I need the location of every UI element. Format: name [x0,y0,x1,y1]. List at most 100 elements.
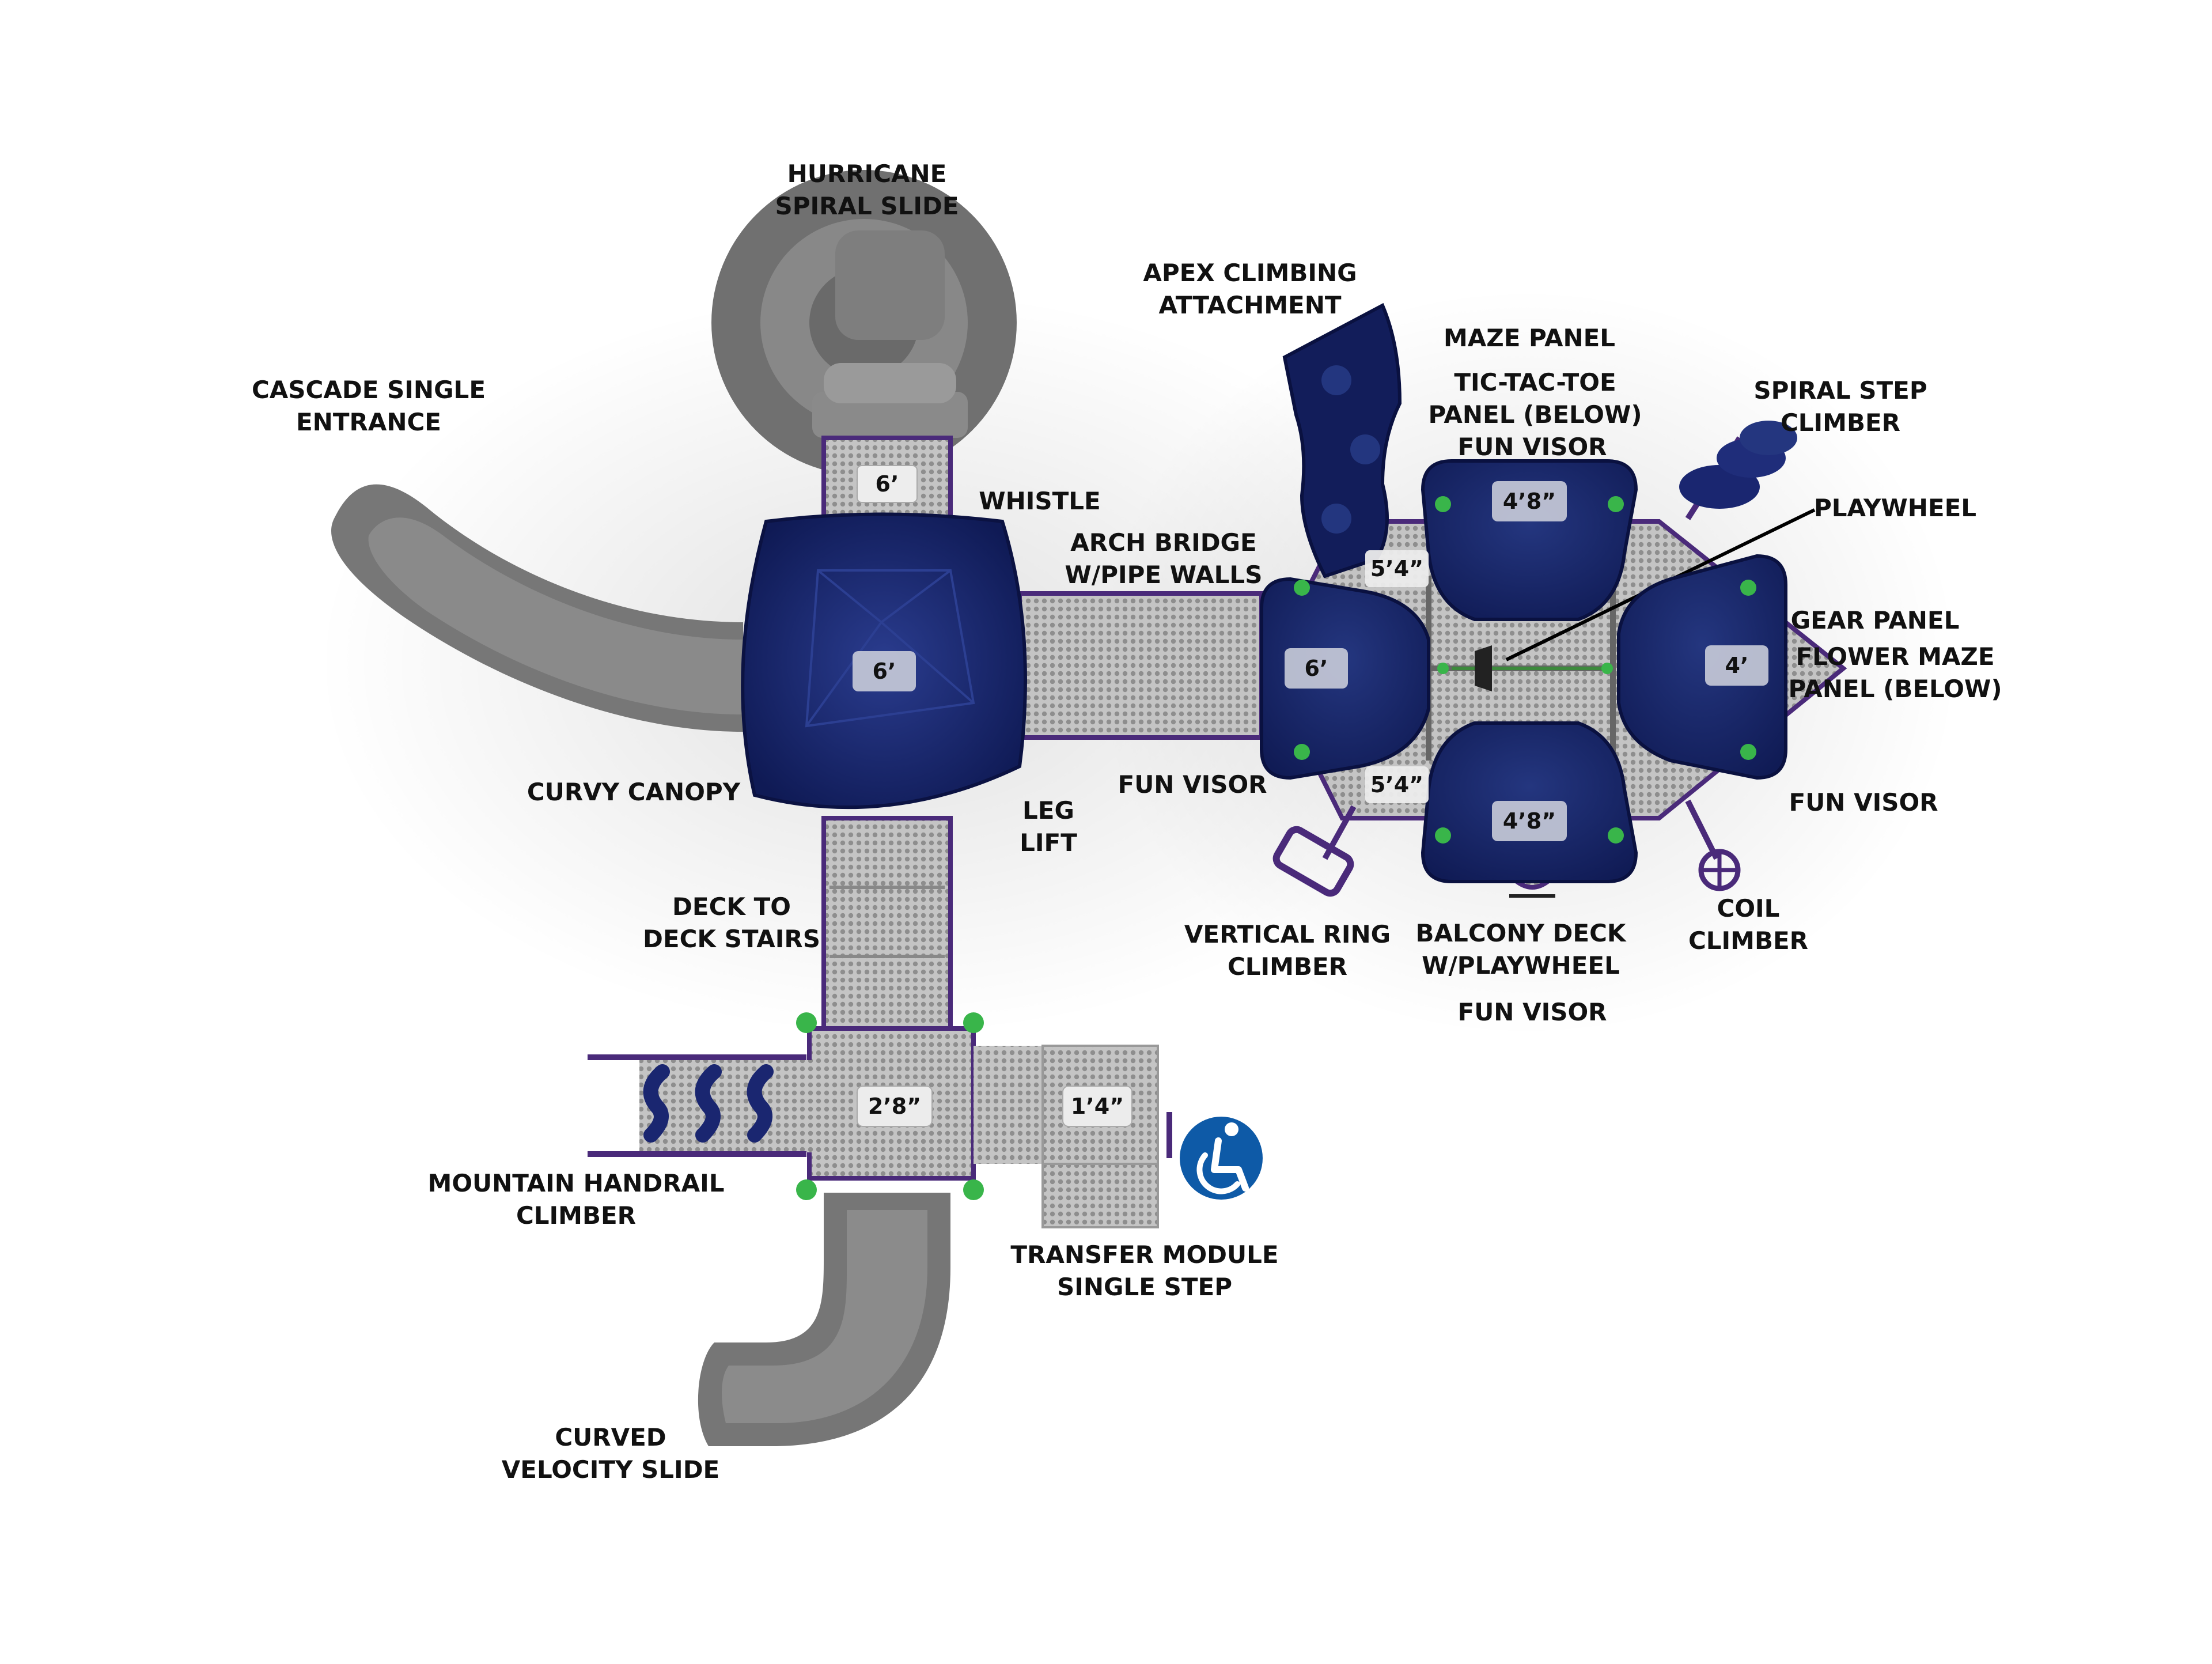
label-whistle: WHISTLE [979,485,1100,517]
post-caps [1294,496,1756,844]
apex-hold [1321,365,1351,395]
height-badge-pod-bottom: 4’8” [1492,801,1567,841]
label-playwheel: PLAYWHEEL [1814,492,1976,524]
label-line: LIFT [1020,829,1077,857]
svg-text:4’8”: 4’8” [1503,489,1556,514]
height-badge-upper-ramp: 5’4” [1365,550,1429,587]
wheelchair-accessibility-icon [1180,1117,1263,1200]
spiral-step-climber [1679,421,1797,520]
svg-text:6’: 6’ [873,659,896,684]
post-cap [1608,827,1624,844]
apex-climbing-attachment [1282,302,1402,578]
label-spiral-step-climber: SPIRAL STEP CLIMBER [1753,375,1927,439]
svg-text:1’4”: 1’4” [1071,1094,1124,1119]
label-balcony-deck: BALCONY DECK W/PLAYWHEEL [1416,917,1626,982]
svg-text:6’: 6’ [1305,656,1328,681]
coil-climber [1685,799,1741,891]
cascade-slide-bed [368,517,743,714]
label-line: FUN VISOR [1789,788,1938,816]
height-badge-lower-deck: 2’8” [857,1086,933,1127]
label-maze-panel: MAZE PANEL [1444,322,1615,354]
label-line: CURVED [555,1423,666,1451]
post-cap [1294,580,1310,596]
label-line: BALCONY DECK [1415,919,1626,947]
svg-text:5’4”: 5’4” [1370,772,1423,797]
label-line: TIC-TAC-TOE [1454,368,1616,396]
post-cap [963,1012,984,1033]
label-line: FUN VISOR [1457,433,1607,461]
height-badge-tower-top: 6’ [857,465,918,503]
label-line: W/PIPE WALLS [1065,561,1263,589]
label-line: SPIRAL STEP [1753,376,1927,404]
label-mountain-handrail-climber: MOUNTAIN HANDRAIL CLIMBER [428,1167,725,1232]
svg-text:4’: 4’ [1725,653,1749,678]
label-deck-to-deck-stairs: DECK TO DECK STAIRS [643,891,820,955]
label-line: DECK STAIRS [643,925,820,953]
label-line: FUN VISOR [1457,998,1607,1026]
label-line: MOUNTAIN HANDRAIL [427,1169,725,1197]
svg-text:4’8”: 4’8” [1503,808,1556,834]
apex-hold [1321,504,1351,534]
label-fun-visor-left: FUN VISOR [1118,769,1267,801]
label-line: TRANSFER MODULE [1010,1241,1279,1269]
label-line: CLIMBER [516,1201,637,1230]
label-hurricane-spiral-slide: HURRICANE SPIRAL SLIDE [775,158,959,222]
label-coil-climber: COIL CLIMBER [1688,892,1808,957]
apex-hold [1350,434,1380,464]
climbing-hold [747,1064,774,1143]
label-line: ARCH BRIDGE [1070,528,1257,557]
label-arch-bridge: ARCH BRIDGE W/PIPE WALLS [1065,527,1263,591]
transfer-single-step [1041,1163,1159,1228]
label-line: HURRICANE [787,160,947,188]
post-cap [1740,744,1756,760]
label-line: W/PLAYWHEEL [1422,951,1620,980]
playwheel-mount [1475,645,1492,691]
label-line: COIL [1717,894,1780,922]
label-line: LEG [1022,796,1074,825]
arch-bridge [1017,591,1264,740]
height-badge-pod-top: 4’8” [1492,481,1567,521]
label-curvy-canopy: CURVY CANOPY [527,776,740,808]
height-badge-transfer: 1’4” [1062,1086,1132,1127]
label-line: CLIMBER [1227,952,1348,981]
climbing-hold [695,1064,722,1143]
svg-text:6’: 6’ [876,471,899,497]
label-apex-climbing-attachment: APEX CLIMBING ATTACHMENT [1143,257,1357,322]
hurricane-spiral-slide [711,170,1017,475]
label-line: ATTACHMENT [1158,291,1342,319]
post-cap [963,1179,984,1200]
label-cascade-single-entrance: CASCADE SINGLE ENTRANCE [252,374,486,438]
label-gear-panel: GEAR PANEL [1791,604,1960,637]
label-line: VELOCITY SLIDE [501,1455,720,1484]
fun-visor-top [1421,459,1638,621]
label-line: SINGLE STEP [1057,1273,1232,1301]
label-line: WHISTLE [979,487,1101,515]
label-line: ENTRANCE [296,408,441,436]
label-transfer-module: TRANSFER MODULE SINGLE STEP [1010,1239,1278,1303]
height-badge-lower-ramp: 5’4” [1365,766,1429,803]
label-line: PANEL (BELOW) [1428,400,1642,429]
height-badge-pod-left: 6’ [1285,648,1348,689]
fun-visor-right [1617,554,1787,780]
label-fun-visor-bottom: FUN VISOR [1458,996,1607,1028]
post-cap [1435,827,1451,844]
label-fun-visor-right: FUN VISOR [1789,786,1938,819]
label-tic-tac-toe-panel: TIC-TAC-TOE PANEL (BELOW) [1428,366,1642,431]
velocity-slide-bed [722,1210,927,1423]
post-cap [1294,744,1310,760]
label-curved-velocity-slide: CURVED VELOCITY SLIDE [502,1421,720,1486]
deck-to-deck-stairs [821,816,953,1034]
label-line: GEAR PANEL [1790,606,1960,634]
post-cap [1608,496,1624,512]
label-line: FUN VISOR [1118,770,1267,799]
label-flower-maze-panel: FLOWER MAZE PANEL (BELOW) [1788,641,2002,705]
post-cap [796,1179,817,1200]
label-line: PANEL (BELOW) [1788,675,2002,703]
label-line: CLIMBER [1780,409,1901,437]
post-cap [796,1012,817,1033]
post-cap [1601,663,1613,674]
transfer-connector [974,1046,1043,1164]
label-line: SPIRAL SLIDE [775,192,959,220]
label-line: CASCADE SINGLE [251,376,486,404]
